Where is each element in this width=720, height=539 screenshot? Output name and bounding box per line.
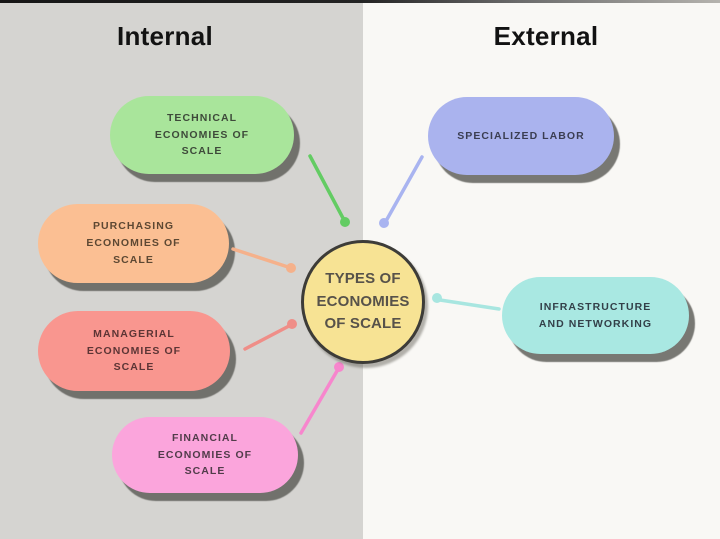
pill-technical-economies-of-scale: TECHNICAL ECONOMIES OF SCALE: [110, 96, 294, 174]
top-edge-artifact: [0, 0, 720, 3]
pill-financial-label: FINANCIAL ECONOMIES OF SCALE: [157, 431, 253, 478]
pill-financial-economies-of-scale: FINANCIAL ECONOMIES OF SCALE: [112, 417, 298, 493]
pill-purchasing-label: PURCHASING ECONOMIES OF SCALE: [86, 220, 181, 266]
pill-specialized-labor: SPECIALIZED LABOR: [428, 97, 614, 175]
pill-managerial-label: MANAGERIAL ECONOMIES OF SCALE: [86, 327, 182, 374]
pill-purchasing-economies-of-scale: PURCHASING ECONOMIES OF SCALE: [38, 204, 229, 283]
external-section-background: [363, 0, 720, 539]
pill-managerial-economies-of-scale: MANAGERIAL ECONOMIES OF SCALE: [38, 311, 230, 391]
center-node-types-of-economies-of-scale: TYPES OF ECONOMIES OF SCALE: [301, 240, 425, 364]
external-section-title: External: [493, 21, 599, 51]
pill-specialized-labor-label: SPECIALIZED LABOR: [457, 129, 585, 142]
pill-infrastructure-label: INFRASTRUCTURE AND NETWORKING: [538, 300, 653, 330]
center-node-label: TYPES OF ECONOMIES OF SCALE: [316, 270, 410, 333]
internal-section-title: Internal: [117, 21, 213, 51]
pill-infrastructure-and-networking: INFRASTRUCTURE AND NETWORKING: [502, 277, 689, 354]
pill-technical-label: TECHNICAL ECONOMIES OF SCALE: [154, 109, 250, 161]
